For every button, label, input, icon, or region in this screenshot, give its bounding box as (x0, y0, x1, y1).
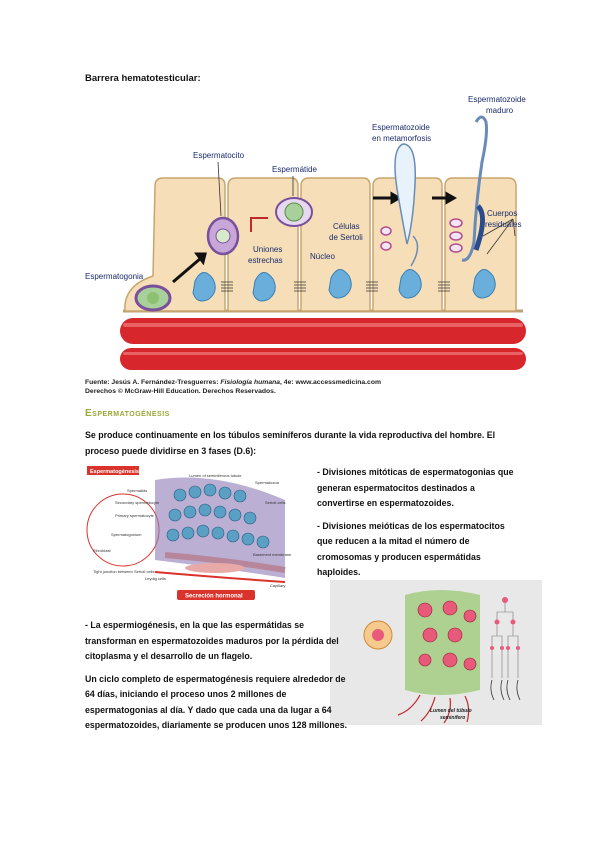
figure-a-footer-banner (177, 590, 255, 600)
label-espermatozoide-metamorfosis-2: en metamorfosis (372, 134, 431, 143)
label-espermatozoide-metamorfosis-1: Espermatozoide (372, 123, 430, 132)
svg-text:Spermatogonium: Spermatogonium (111, 532, 142, 537)
svg-text:Spermatozoa: Spermatozoa (255, 480, 280, 485)
svg-text:Secreción hormonal: Secreción hormonal (185, 594, 243, 600)
cycle-paragraph: Un ciclo completo de espermatogénesis re… (85, 673, 348, 731)
spermiogenesis-paragraph: - La espermiogénesis, en la que las espe… (85, 620, 339, 661)
seminiferous-tubule-figure: Espermatogénesis Secreción hormonal Sper… (86, 466, 292, 600)
page-heading: Barrera hematotesticular: (85, 73, 201, 84)
residual-bodies (380, 218, 463, 253)
label-celulas-2: de Sertoli (329, 233, 363, 242)
figure-b-caption-2: seminífero (440, 715, 465, 721)
figure-source: Fuente: Jesús A. Fernández-Tresguerres: … (85, 379, 382, 395)
svg-text:Primary spermatocyte: Primary spermatocyte (115, 513, 155, 518)
left-column-text: - La espermiogénesis, en la que las espe… (85, 618, 353, 741)
svg-text:Leydig cells: Leydig cells (145, 576, 166, 581)
figure-rights: Derechos © McGraw-Hill Education. Derech… (85, 388, 276, 395)
blood-vessel-upper (120, 318, 526, 344)
svg-text:Lumen of seminiferous tubule: Lumen of seminiferous tubule (189, 473, 242, 478)
label-celulas-1: Células (333, 222, 360, 231)
label-cuerpos-2: residuales (485, 220, 521, 229)
figure-a-title-banner (87, 466, 139, 475)
label-espermatozoide-maduro-2: maduro (486, 106, 514, 115)
metamorphosis-sperm (394, 143, 416, 245)
svg-text:Sertoli cells: Sertoli cells (265, 500, 285, 505)
label-espermatozoide-maduro-1: Espermatozoide (468, 95, 526, 104)
mature-sperm (461, 115, 488, 262)
label-nucleo: Núcleo (310, 252, 335, 261)
svg-text:Basement membrane: Basement membrane (253, 552, 292, 557)
right-column-text: - Divisiones mitóticas de espermatogonia… (317, 465, 522, 588)
label-cuerpos-1: Cuerpos (487, 209, 517, 218)
svg-text:Spermatids: Spermatids (127, 488, 147, 493)
mitotic-divisions-paragraph: - Divisiones mitóticas de espermatogonia… (317, 467, 514, 508)
svg-text:Capillary: Capillary (270, 583, 286, 588)
label-espermatogonia: Espermatogonia (85, 272, 144, 281)
section-title: Espermatogénesis (85, 408, 170, 419)
svg-text:Fibroblast: Fibroblast (93, 548, 111, 553)
blood-testis-barrier-figure: Espermatocito Espermátide Espermatozoide… (85, 95, 526, 370)
svg-text:Secondary spermatocyte: Secondary spermatocyte (115, 500, 160, 505)
label-uniones-1: Uniones (253, 245, 282, 254)
label-uniones-2: estrechas (248, 256, 283, 265)
svg-text:Tight junction between Sertoli: Tight junction between Sertoli cells (93, 569, 154, 574)
intro-paragraph: Se produce continuamente en los túbulos … (85, 430, 496, 456)
meiotic-divisions-paragraph: - Divisiones meióticas de los espermatoc… (317, 520, 505, 578)
label-espermatocito: Espermatocito (193, 151, 245, 160)
label-espermatide: Espermátide (272, 165, 317, 174)
figure-b-caption-1: Lumen del túbulo (430, 708, 472, 714)
spermatogenesis-lineage-figure: Lumen del túbulo seminífero (330, 580, 542, 725)
sertoli-nuclei (192, 269, 496, 302)
svg-text:Espermatogénesis: Espermatogénesis (90, 469, 139, 475)
blood-vessel-lower (120, 348, 526, 370)
